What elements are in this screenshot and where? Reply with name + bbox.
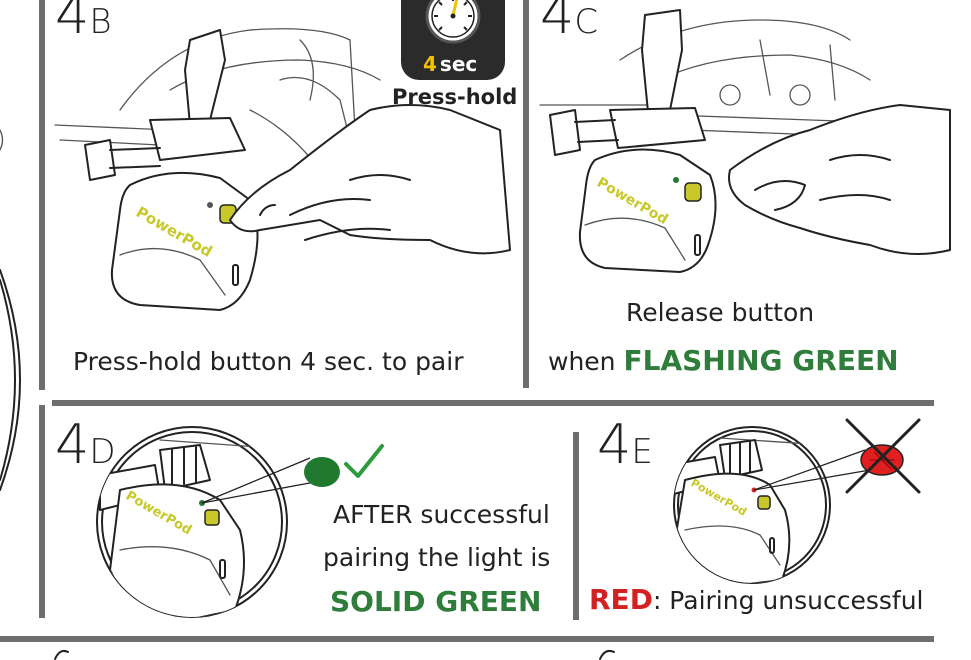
cross-icon [845, 418, 921, 494]
caption-4d-line2: pairing the light is [323, 543, 551, 572]
red-text: RED [589, 583, 653, 616]
step-label-4b: 4B [55, 0, 112, 46]
stopwatch-icon [425, 0, 481, 44]
caption-4b: Press-hold button 4 sec. to pair [73, 347, 464, 376]
step-label-4e: 4E [597, 413, 653, 476]
illustration-4b: PowerPod [54, 28, 511, 311]
next-row-fragment [54, 649, 615, 660]
left-border-lower [39, 405, 45, 618]
solid-green-text: SOLID GREEN [330, 585, 542, 618]
caption-4c-line1: Release button [626, 298, 815, 327]
divider-4b-4c [523, 0, 529, 388]
caption-4e: RED: Pairing unsuccessful [589, 586, 923, 614]
caption-4d-line1: AFTER successful [333, 500, 550, 529]
caption-4c-line2: when FLASHING GREEN [548, 347, 899, 375]
step-label-4c: 4C [540, 0, 599, 46]
wheel-arc-fragment [0, 129, 21, 491]
caption-4e-rest: : Pairing unsuccessful [652, 586, 924, 615]
illustration-4e: PowerPod [673, 426, 904, 584]
horizontal-divider-bottom [0, 636, 934, 642]
check-icon [344, 444, 384, 478]
step-label-4d: 4D [55, 413, 116, 476]
divider-4d-4e [573, 432, 579, 620]
flashing-green-text: FLASHING GREEN [623, 344, 899, 377]
illustration-4d: PowerPod [96, 426, 340, 618]
solid-green-led [304, 457, 340, 487]
illustration-4c: PowerPod [539, 9, 951, 273]
horizontal-divider-top [52, 400, 934, 406]
timer-unit: sec [439, 52, 478, 76]
left-border [39, 0, 45, 390]
caption-4c-prefix: when [548, 347, 624, 376]
